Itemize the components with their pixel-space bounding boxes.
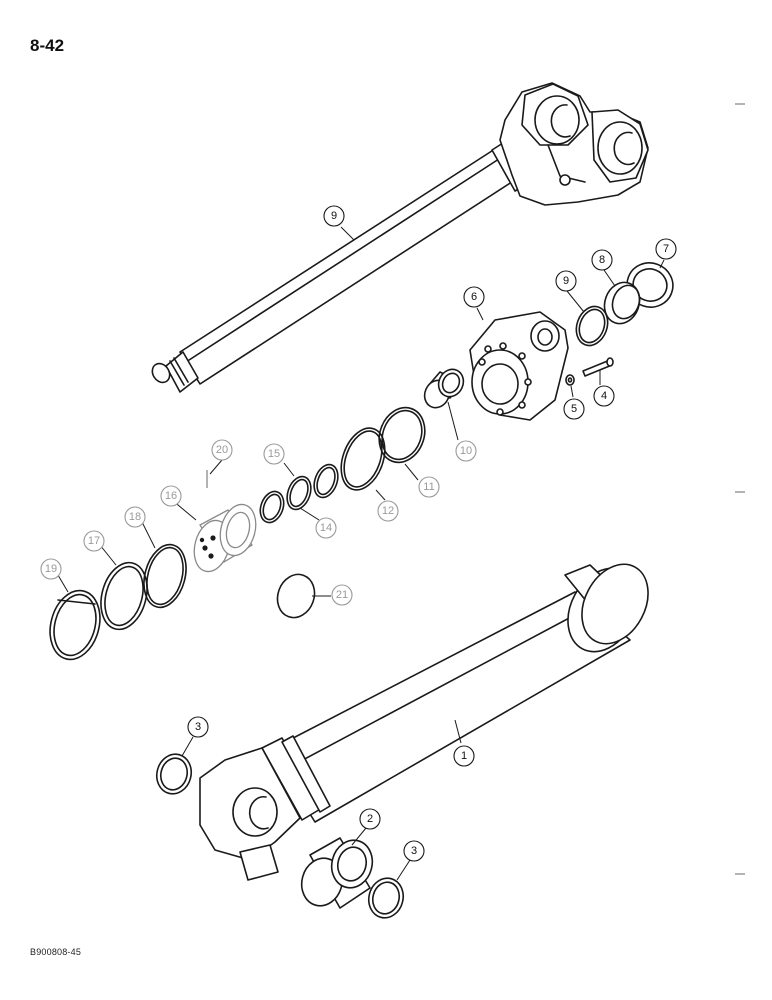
callout-12: 12	[377, 500, 399, 522]
ring-9	[575, 305, 609, 347]
svg-text:17: 17	[88, 535, 100, 547]
svg-text:19: 19	[45, 563, 57, 575]
page-number: 8-42	[30, 36, 65, 55]
callout-7: 7	[655, 238, 677, 260]
svg-text:15: 15	[268, 448, 280, 460]
piston-16	[193, 503, 257, 573]
ring-18	[143, 543, 187, 609]
svg-text:3: 3	[195, 721, 201, 733]
callout-5: 5	[563, 398, 585, 420]
rings-14	[259, 463, 339, 524]
callout-18: 18	[124, 506, 146, 528]
callout-10: 10	[455, 440, 477, 462]
svg-text:3: 3	[411, 845, 417, 857]
svg-text:12: 12	[382, 505, 394, 517]
ring-3-lower	[367, 877, 405, 919]
svg-text:1: 1	[461, 750, 467, 762]
callout-20: 20	[211, 439, 233, 461]
callout-4: 4	[593, 385, 615, 407]
svg-text:11: 11	[423, 481, 434, 493]
ring-3-upper	[155, 753, 193, 795]
svg-text:6: 6	[471, 291, 477, 303]
svg-text:4: 4	[601, 390, 607, 402]
callout-3-upper: 3	[187, 716, 209, 738]
svg-text:14: 14	[320, 522, 332, 534]
svg-text:5: 5	[571, 403, 577, 415]
callout-16: 16	[160, 485, 182, 507]
piston-rod-13	[151, 82, 649, 393]
figure-code: B900808-45	[30, 947, 82, 957]
bushing-10	[423, 368, 465, 409]
svg-text:16: 16	[165, 490, 177, 502]
ring-19	[49, 589, 101, 661]
svg-text:21: 21	[336, 589, 348, 601]
cylinder-barrel-1	[199, 563, 649, 881]
svg-text:9: 9	[331, 210, 337, 222]
svg-text:20: 20	[216, 444, 228, 456]
bushing-2	[300, 837, 374, 909]
ring-12	[340, 427, 386, 491]
bolt-4	[582, 357, 614, 377]
callout-15: 15	[263, 443, 285, 465]
svg-text:18: 18	[129, 511, 141, 523]
ring-17	[100, 561, 148, 631]
svg-text:2: 2	[367, 813, 373, 825]
svg-text:8: 8	[599, 254, 605, 266]
wear-ring-8	[603, 281, 641, 325]
callout-9: 9	[555, 270, 577, 292]
callout-3-lower: 3	[403, 840, 425, 862]
svg-text:9: 9	[563, 275, 569, 287]
callout-8: 8	[591, 249, 613, 271]
washer-5	[565, 374, 575, 386]
callout-19: 19	[40, 558, 62, 580]
callout-6: 6	[463, 286, 485, 308]
callout-17: 17	[83, 530, 105, 552]
callout-13: 9	[323, 205, 345, 227]
callout-14: 14	[315, 517, 337, 539]
svg-text:10: 10	[460, 445, 472, 457]
callout-21: 21	[331, 584, 353, 606]
callout-1: 1	[453, 745, 475, 767]
callout-2: 2	[359, 808, 381, 830]
ring-11	[378, 406, 426, 464]
gland-6	[469, 311, 569, 421]
snap-ring-21	[276, 573, 316, 619]
callout-11: 11	[418, 476, 440, 498]
svg-text:7: 7	[663, 243, 669, 255]
